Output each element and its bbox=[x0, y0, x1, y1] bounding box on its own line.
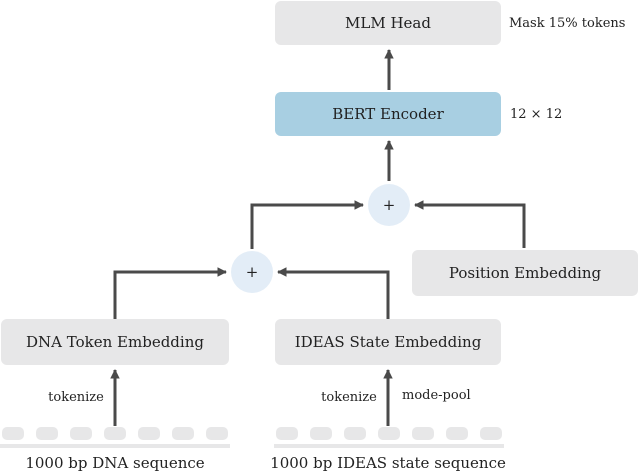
ideas-sequence-bar bbox=[274, 444, 504, 448]
ideas-state-embedding-label: IDEAS State Embedding bbox=[295, 333, 482, 351]
add-operator-bottom bbox=[231, 251, 273, 293]
ideas-token bbox=[276, 427, 298, 440]
ideas-sequence-label: 1000 bp IDEAS state sequence bbox=[270, 454, 506, 472]
position-embedding-box bbox=[412, 250, 638, 296]
mlm-head-label: MLM Head bbox=[345, 14, 431, 32]
dna-token-sequence bbox=[0, 427, 230, 448]
ideas-tokenize-label: tokenize bbox=[321, 390, 377, 405]
ideas-token bbox=[480, 427, 502, 440]
mask-annotation: Mask 15% tokens bbox=[509, 16, 625, 31]
dna-token bbox=[104, 427, 126, 440]
bert-encoder-box bbox=[275, 92, 501, 136]
ideas-token bbox=[446, 427, 468, 440]
dna-token bbox=[36, 427, 58, 440]
dna-token bbox=[172, 427, 194, 440]
ideas-token bbox=[378, 427, 400, 440]
add-operator-top bbox=[368, 184, 410, 226]
ideas-token bbox=[344, 427, 366, 440]
ideas-token-sequence bbox=[274, 427, 504, 448]
arrow-add-to-add bbox=[250, 200, 364, 249]
ideas-token bbox=[412, 427, 434, 440]
bert-encoder-label: BERT Encoder bbox=[332, 105, 444, 123]
ideas-token bbox=[310, 427, 332, 440]
dna-token-embedding-label: DNA Token Embedding bbox=[26, 333, 204, 351]
ideas-state-embedding-box bbox=[275, 319, 501, 365]
dna-token-embedding-box bbox=[1, 319, 229, 365]
dna-token bbox=[206, 427, 228, 440]
position-embedding-label: Position Embedding bbox=[449, 264, 602, 282]
dna-tokenize-label: tokenize bbox=[48, 390, 104, 405]
mlm-head-box bbox=[275, 1, 501, 45]
dna-token bbox=[138, 427, 160, 440]
add-operator-bottom-symbol: + bbox=[246, 263, 259, 281]
dna-token bbox=[70, 427, 92, 440]
dna-sequence-label: 1000 bp DNA sequence bbox=[25, 454, 204, 472]
arrow-position-to-add bbox=[414, 200, 526, 248]
dna-token bbox=[2, 427, 24, 440]
add-operator-top-symbol: + bbox=[383, 196, 396, 214]
dna-sequence-bar bbox=[0, 444, 230, 448]
layers-annotation: 12 × 12 bbox=[510, 107, 562, 122]
arrow-ideas-embed-to-add bbox=[277, 267, 390, 319]
mode-pool-label: mode-pool bbox=[402, 388, 471, 403]
arrow-dna-embed-to-add bbox=[113, 267, 227, 319]
